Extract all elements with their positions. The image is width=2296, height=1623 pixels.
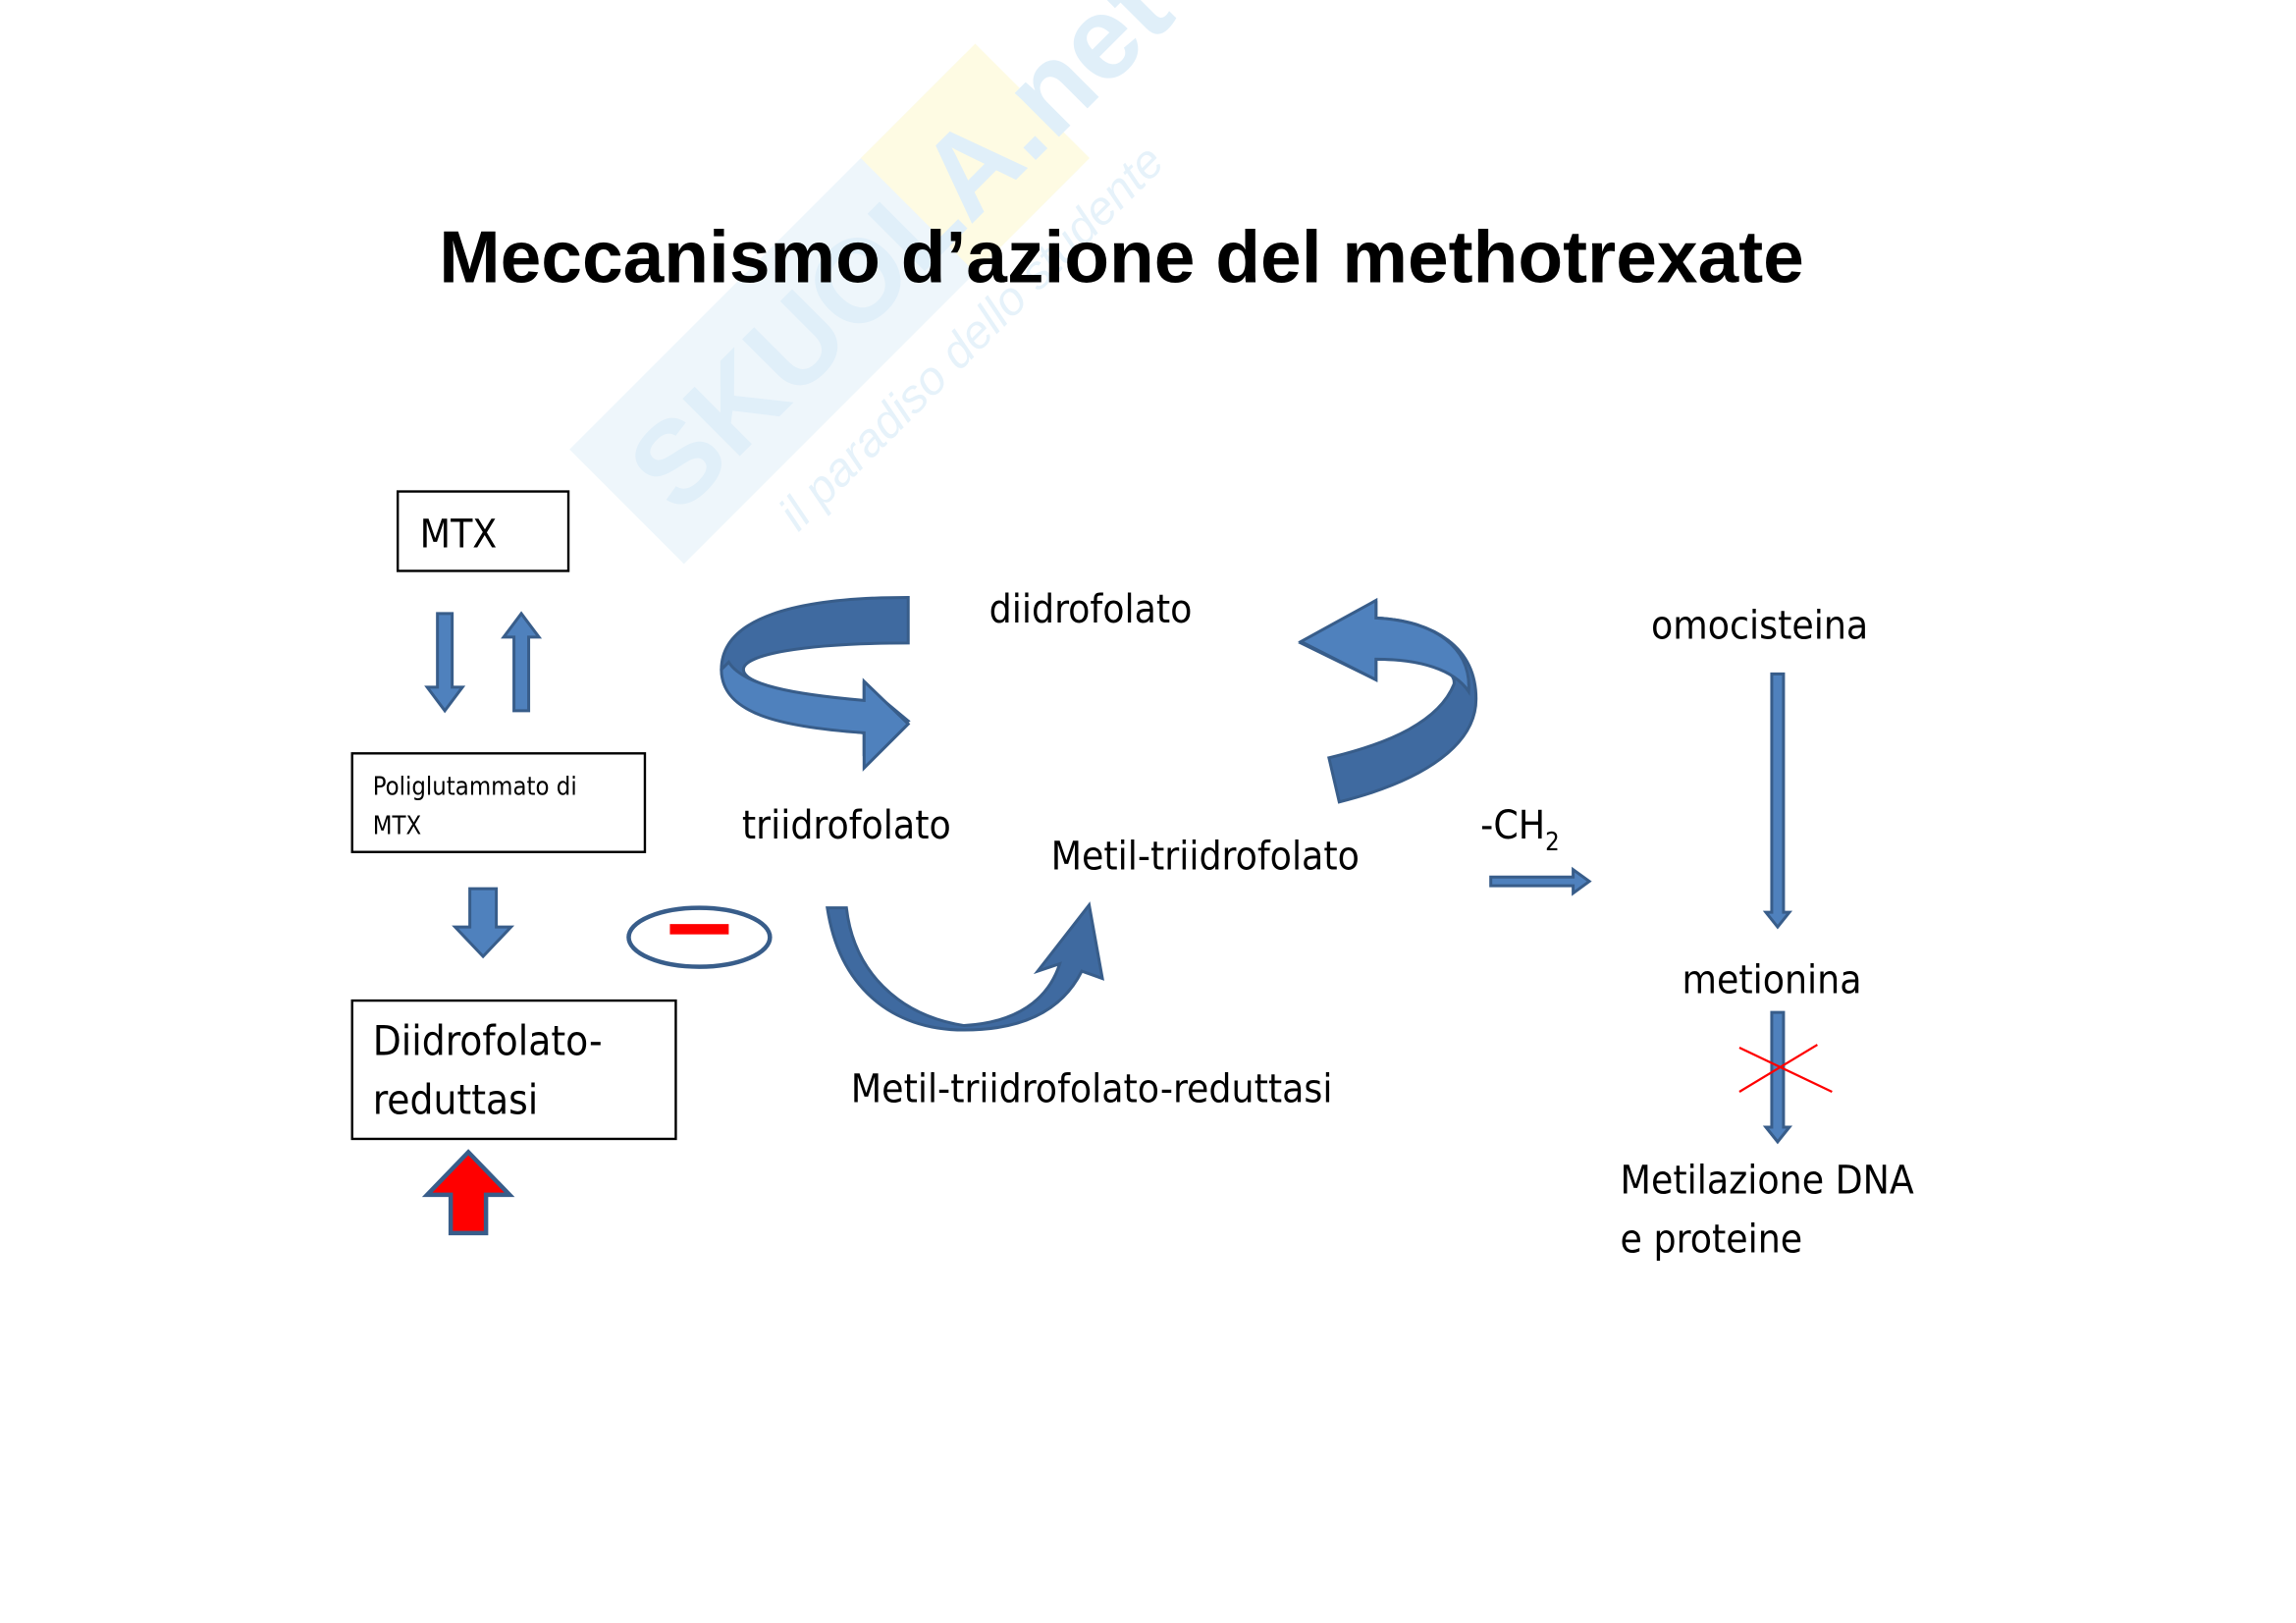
poliglutammato-label-line2: MTX xyxy=(373,812,421,841)
poliglutammato-box xyxy=(350,752,647,853)
blocked-x-icon xyxy=(1738,1044,1833,1094)
arrow-up-icon xyxy=(501,611,543,713)
minus-icon xyxy=(669,924,729,935)
mthfr-label: Metil-triidrofolato-reduttasi xyxy=(851,1064,1333,1111)
diidrofolato-label: diidrofolato xyxy=(989,585,1193,632)
inhibition-ellipse xyxy=(626,905,773,969)
metionina-label: metionina xyxy=(1682,956,1862,1003)
watermark-logo: SKUOLA.net il paradiso dello studente xyxy=(569,0,1196,565)
arrow-down-icon xyxy=(1762,1010,1793,1145)
arrow-down-icon xyxy=(1762,672,1793,930)
dhfr-box xyxy=(350,999,677,1141)
poliglutammato-label-line1: Poliglutammato di xyxy=(373,772,577,801)
metil-triidrofolato-label: Metil-triidrofolato xyxy=(1051,833,1360,880)
arrow-down-icon xyxy=(452,887,515,959)
curved-arrow-icon xyxy=(720,659,911,772)
red-up-arrow-icon xyxy=(421,1149,515,1236)
omocisteina-label: omocisteina xyxy=(1651,601,1868,648)
arrow-down-icon xyxy=(424,612,466,714)
metilazione-label-line2: e proteine xyxy=(1621,1215,1803,1262)
curved-arrow-icon xyxy=(826,901,1104,1032)
mtx-label: MTX xyxy=(420,510,498,557)
page-title: Meccanismo d’azione del methotrexate xyxy=(439,216,1804,298)
dhfr-label-line2: reduttasi xyxy=(373,1075,539,1123)
curved-arrow-icon xyxy=(1298,597,1470,696)
triidrofolato-label: triidrofolato xyxy=(742,801,951,848)
dhfr-label-line1: Diidrofolato- xyxy=(373,1017,603,1065)
mtx-box xyxy=(396,490,570,572)
arrow-right-icon xyxy=(1489,866,1592,896)
ch2-label: -CH2 xyxy=(1480,801,1560,857)
metilazione-label-line1: Metilazione DNA xyxy=(1621,1156,1914,1203)
